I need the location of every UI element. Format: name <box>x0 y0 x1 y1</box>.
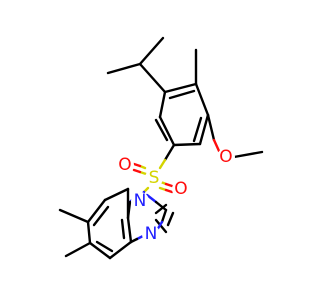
bond-bz-methyl-upper <box>58 208 90 224</box>
bond-ipr-ch3-right <box>138 36 165 66</box>
bond-ring1-d <box>172 142 202 147</box>
bond-ipr-ch3-left <box>106 62 142 75</box>
oxygen-label-methoxy: O <box>219 147 232 167</box>
bond-ring1-f <box>158 90 167 119</box>
bond-bz-c <box>86 220 92 245</box>
bond-bz-methyl-lower <box>64 241 92 258</box>
nitrogen-label-1: N <box>134 191 147 211</box>
bond-ring1-a-inner <box>168 89 196 100</box>
sulfur-atom: S <box>145 168 163 188</box>
nitrogen-label-3: N <box>145 224 158 244</box>
bond-ring1-e-inner <box>154 118 169 142</box>
bond-bz-d <box>88 241 112 260</box>
bond-bz-e <box>108 240 133 260</box>
atom-labels: S O O O N N <box>116 147 235 244</box>
bond-s-o1-oxygen <box>132 162 142 168</box>
bond-bz-f-inner <box>120 218 126 240</box>
bond-ipr-ch-ring <box>138 62 167 94</box>
bond-ring1-b <box>194 82 210 117</box>
bond-imid-c2-down <box>154 218 168 234</box>
hetero-bonds <box>126 113 221 244</box>
bond-s-o2-oxygen <box>164 182 174 188</box>
bond-bz-f <box>126 216 133 244</box>
bond-bz-a <box>103 187 130 202</box>
bond-methoxy-ch3 <box>232 150 264 159</box>
bond-c2-n3-carbon <box>160 208 168 224</box>
bond-ring1-e <box>158 115 176 147</box>
sulfur-label: S <box>149 168 160 188</box>
bond-ring1-a <box>163 82 198 94</box>
bond-bz-d-inner <box>95 240 114 253</box>
imidazole-nitrogen-3: N <box>142 224 160 244</box>
bond-n3-c3a-carbon <box>129 237 139 244</box>
bond-c2-n3-carbon-2 <box>166 211 175 227</box>
bond-bz-b <box>86 198 107 224</box>
bond-ring-s-sulfur-half <box>158 158 167 170</box>
sulfonyl-oxygen-right: O <box>172 179 190 199</box>
bond-imid-c2-up <box>154 203 168 215</box>
bond-bz-b-inner <box>92 205 110 227</box>
oxygen-label-right: O <box>174 179 187 199</box>
bond-n1-c2-carbon <box>154 200 168 212</box>
methoxy-oxygen: O <box>217 147 235 167</box>
oxygen-label-left: O <box>118 155 131 175</box>
bond-s-o1-oxygen-2 <box>132 168 142 174</box>
bond-ring-s-carbon-half <box>163 143 176 162</box>
imidazole-nitrogen-1: N <box>131 191 149 211</box>
bond-ring1-c-inner <box>192 116 203 143</box>
bond-n1-c2-nitrogen <box>145 193 158 204</box>
bond-ring-o3-oxygen <box>212 138 221 153</box>
bond-ring-o3-carbon <box>206 113 216 142</box>
bond-s-o2-oxygen-2 <box>164 188 174 194</box>
carbon-bonds <box>58 36 264 260</box>
bond-n1-c7a-carbon <box>126 200 132 220</box>
bond-ring1-c <box>198 113 210 146</box>
molecule-structure: S O O O N N <box>58 36 264 260</box>
sulfonyl-oxygen-left: O <box>116 155 134 175</box>
